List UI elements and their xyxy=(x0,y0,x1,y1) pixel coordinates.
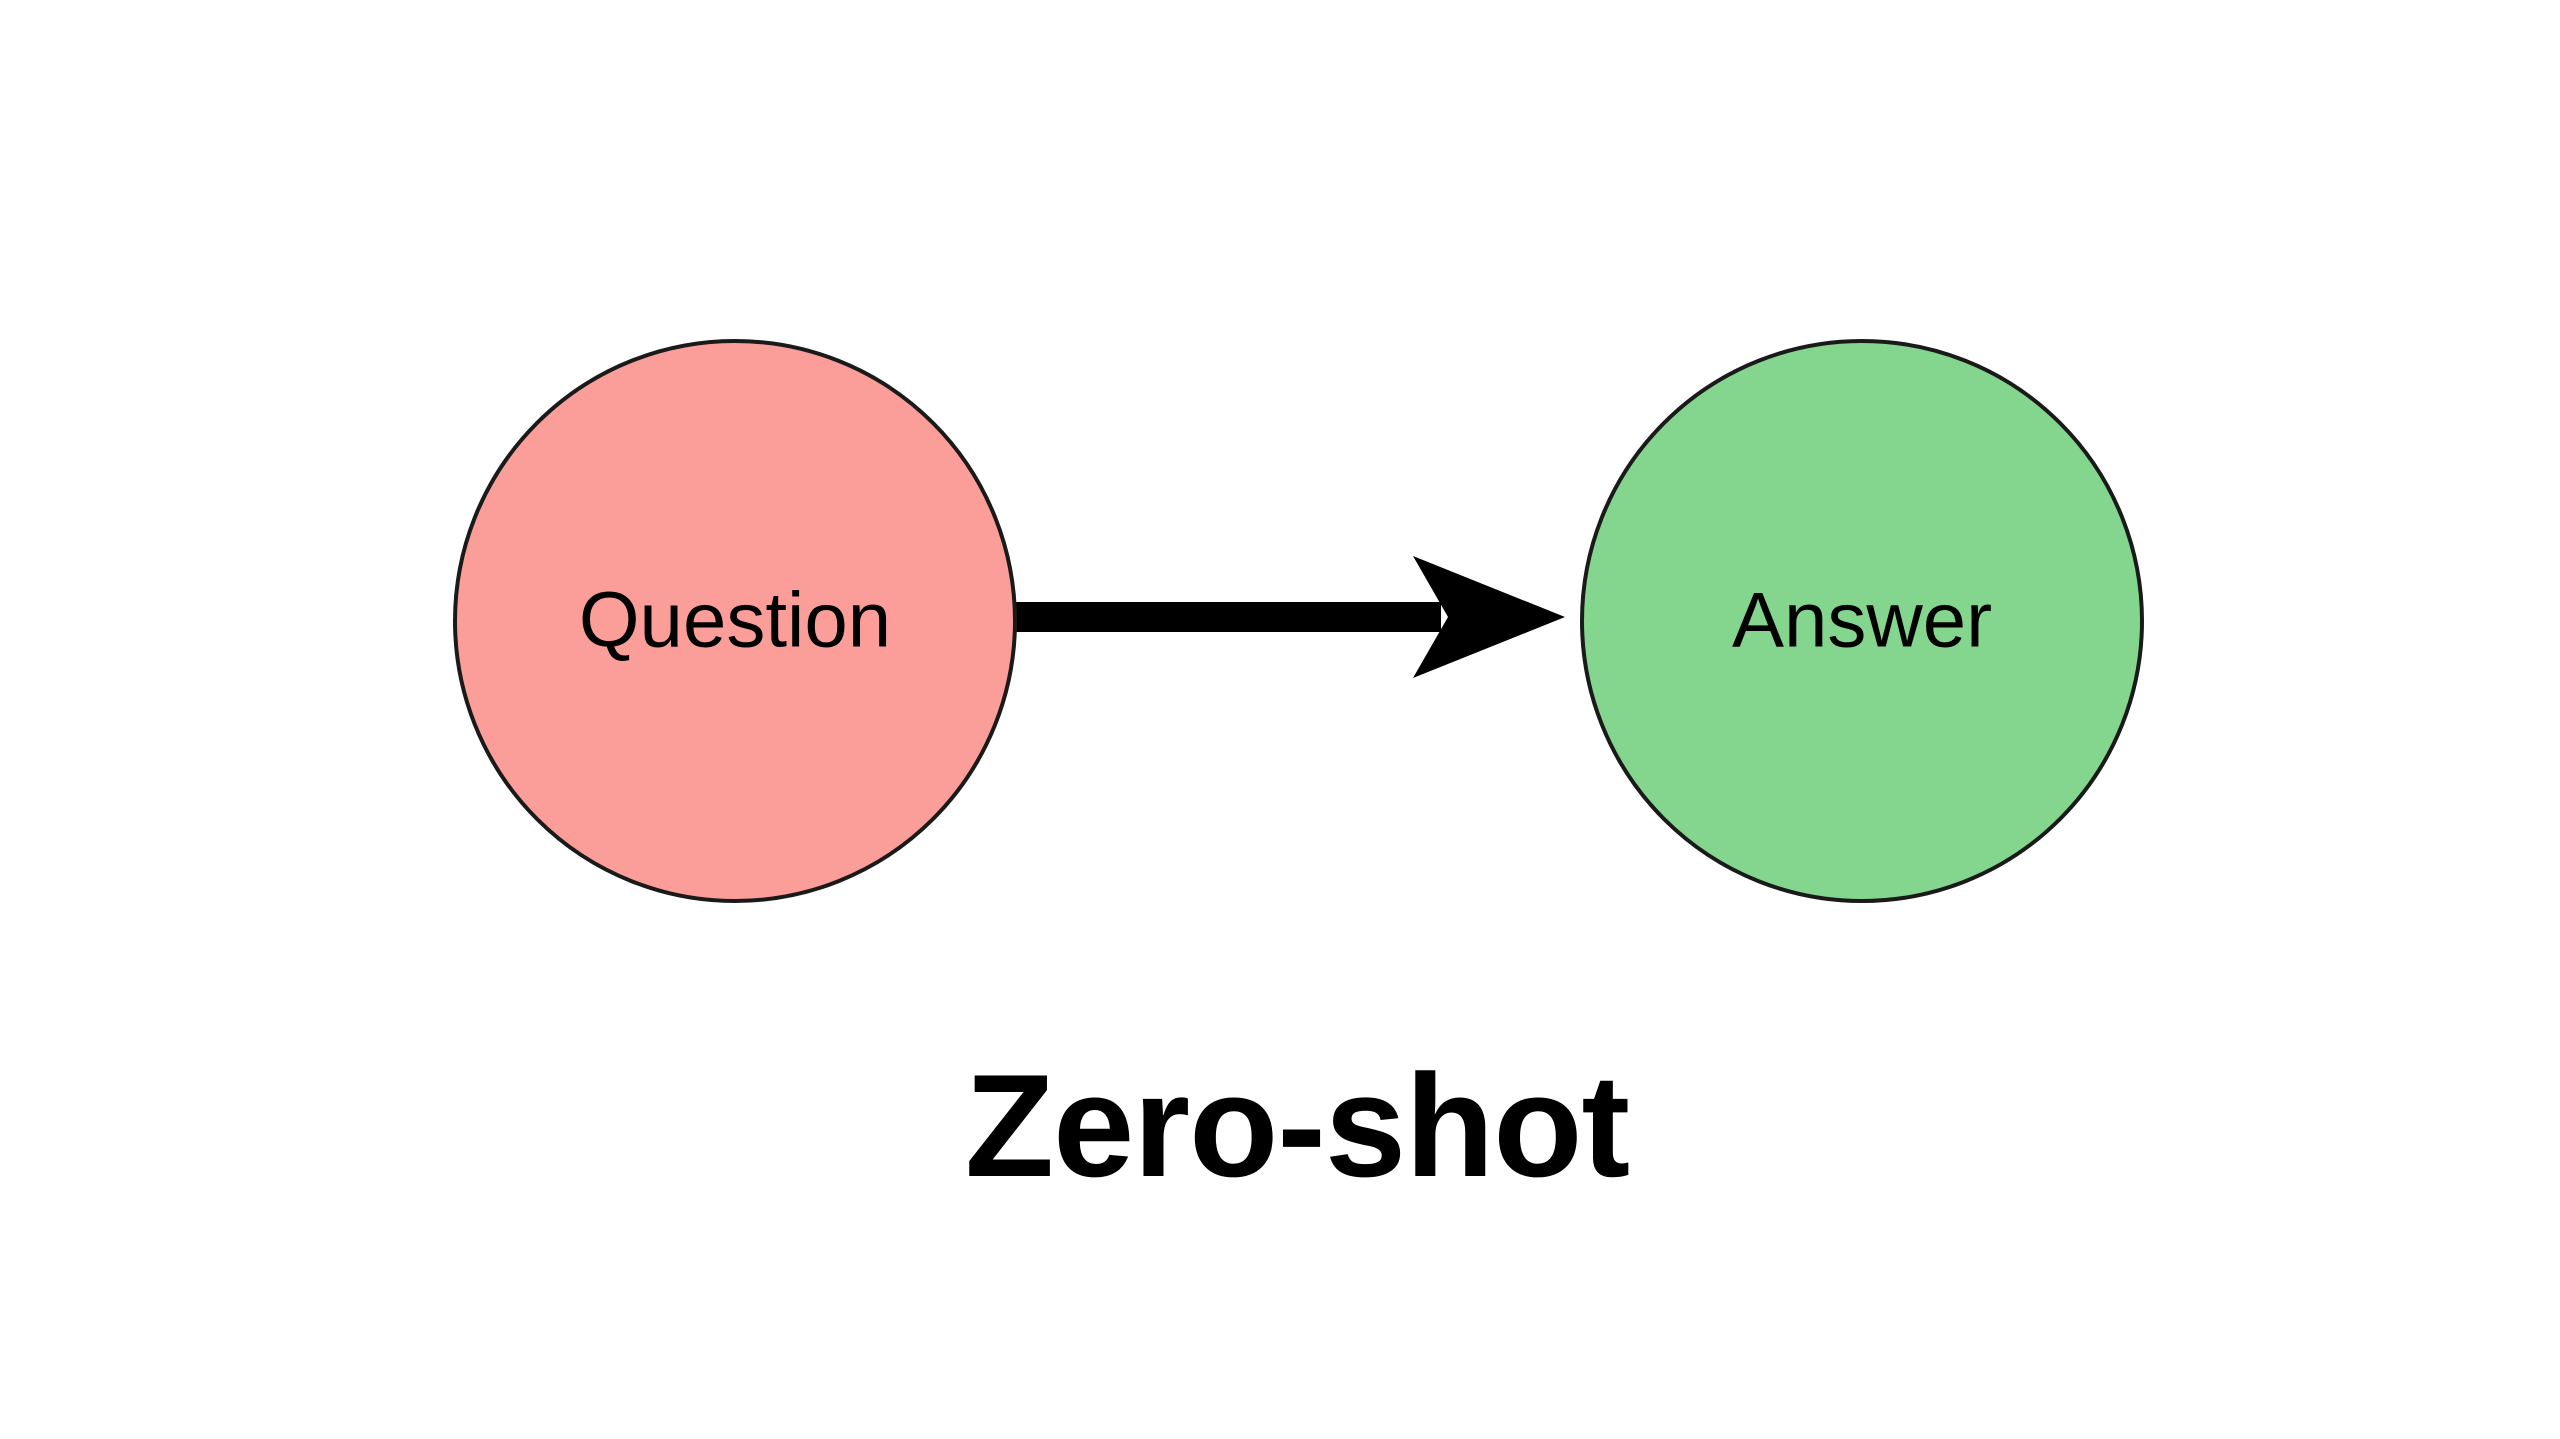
answer-circle xyxy=(1580,339,2144,903)
diagram-caption: Zero-shot xyxy=(965,1044,1629,1207)
question-label: Question xyxy=(579,576,891,664)
answer-label: Answer xyxy=(1732,576,1992,664)
arrow-head-icon xyxy=(1413,556,1565,678)
edge-question-to-answer[interactable] xyxy=(1013,556,1565,678)
arrow-shaft xyxy=(1013,602,1441,632)
question-circle xyxy=(453,339,1017,903)
node-question[interactable]: Question xyxy=(453,339,1017,903)
node-answer[interactable]: Answer xyxy=(1580,339,2144,903)
